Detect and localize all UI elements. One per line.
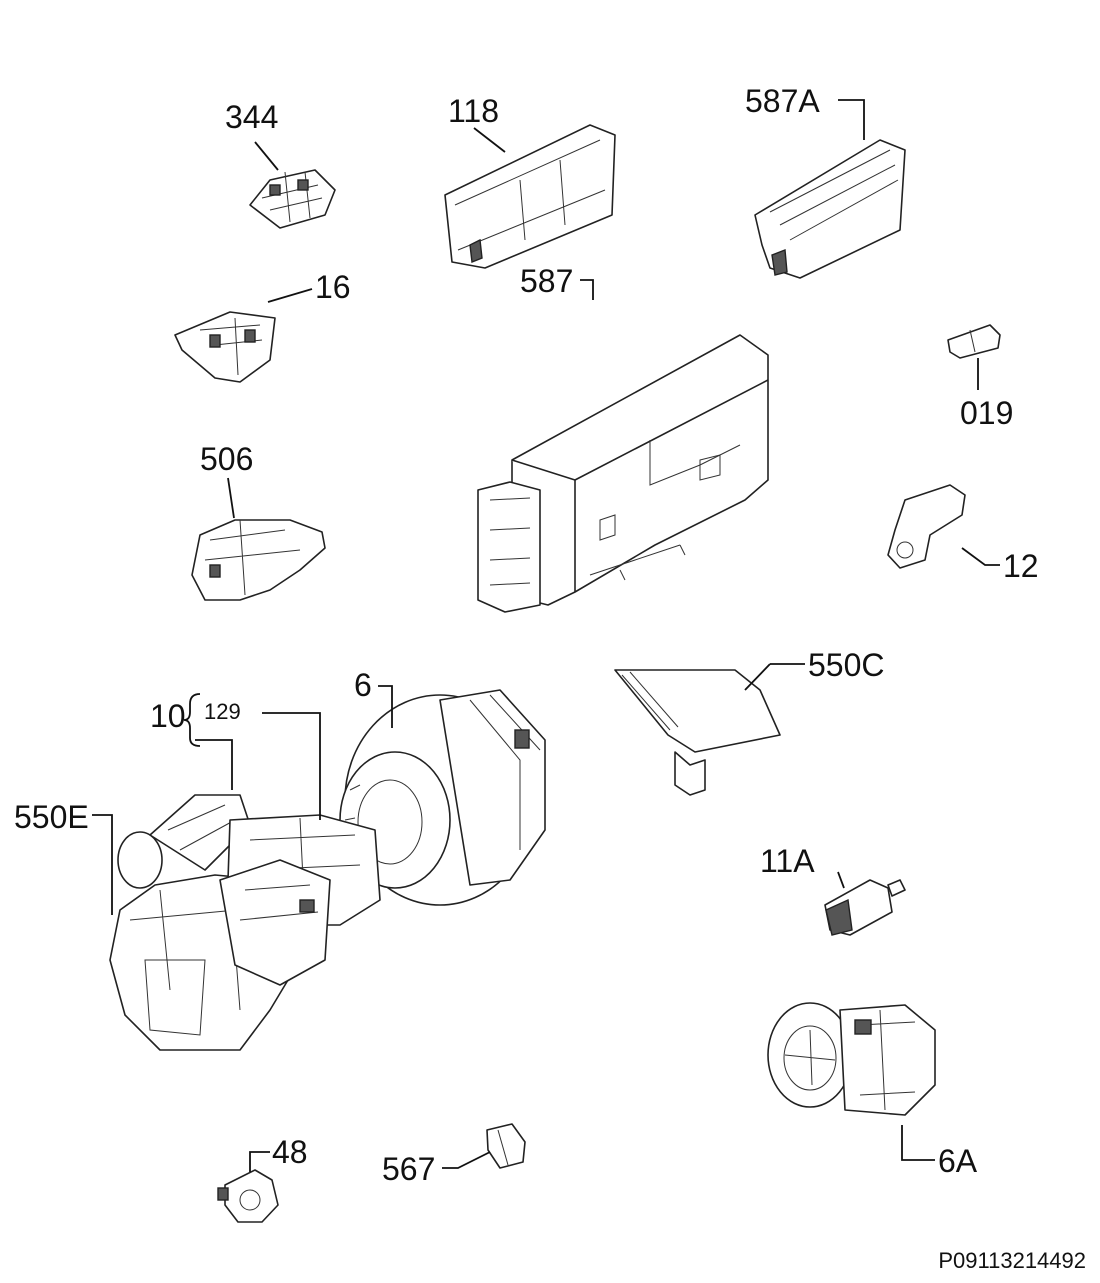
part-118 [444, 124, 616, 269]
part-11A [824, 879, 906, 936]
label-6: 6 [354, 667, 372, 703]
label-6A: 6A [938, 1143, 978, 1179]
part-16 [174, 311, 276, 383]
part-48 [217, 1169, 279, 1223]
label-550C: 550C [808, 647, 885, 683]
leader-16 [267, 288, 313, 303]
label-48: 48 [272, 1134, 308, 1170]
leader-6A [901, 1125, 935, 1161]
label-16: 16 [315, 269, 351, 305]
leader-567 [442, 1151, 491, 1169]
label-506: 506 [200, 441, 253, 477]
bracket-10 [183, 693, 201, 747]
part-129-filter [219, 814, 381, 986]
leader-344 [254, 141, 279, 171]
label-344: 344 [225, 99, 278, 135]
leader-10 [195, 739, 233, 790]
label-019: 019 [960, 395, 1013, 431]
label-587A: 587A [745, 83, 820, 119]
leader-11A [837, 871, 845, 889]
label-118: 118 [448, 93, 499, 129]
part-587A [754, 139, 906, 279]
label-587: 587 [520, 263, 573, 299]
part-6A [767, 1002, 936, 1116]
leader-12 [961, 547, 1000, 566]
part-344 [249, 169, 336, 229]
part-12 [887, 484, 966, 569]
part-506 [191, 519, 326, 601]
label-129: 129 [204, 699, 241, 724]
label-11A: 11A [760, 843, 815, 879]
leader-587A [838, 99, 865, 140]
part-550C [614, 669, 781, 796]
label-10: 10 [150, 698, 186, 734]
part-587 [477, 334, 769, 613]
leader-506 [227, 477, 235, 519]
label-567: 567 [382, 1151, 435, 1187]
leader-550E [92, 814, 113, 915]
leader-118 [473, 127, 506, 153]
reference-code: P09113214492 [938, 1248, 1086, 1273]
part-019 [947, 324, 1001, 359]
part-6 [339, 689, 546, 906]
leader-550C [744, 663, 771, 691]
part-567 [486, 1123, 526, 1169]
label-550E: 550E [14, 799, 89, 835]
leader-129 [262, 712, 321, 820]
label-12: 12 [1003, 548, 1039, 584]
leader-587 [580, 279, 594, 300]
leader-48 [249, 1151, 270, 1172]
leader-6 [378, 685, 393, 728]
